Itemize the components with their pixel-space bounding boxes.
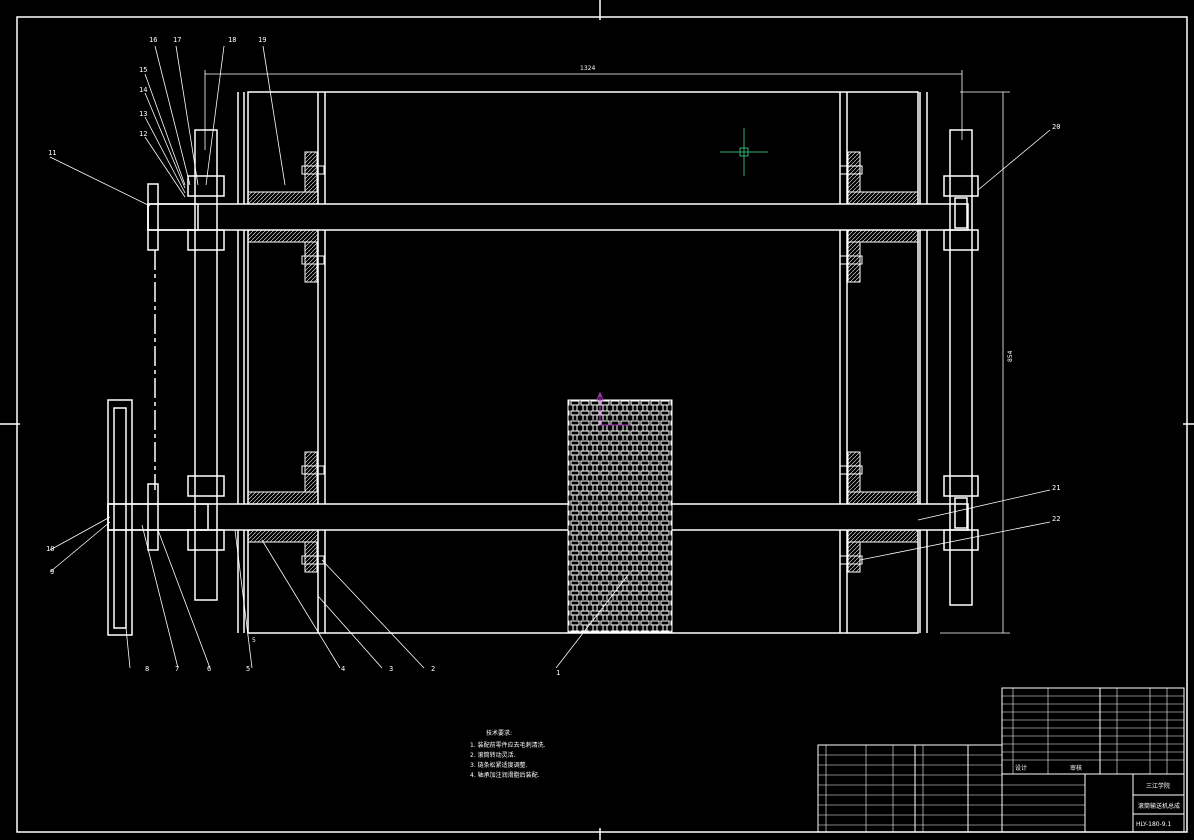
tech-req-item-1: 1. 装配前零件应去毛刺清洗.	[470, 741, 546, 749]
technical-requirements: 技术要求: 1. 装配前零件应去毛刺清洗. 2. 滚筒转动灵活. 3. 链条松紧…	[470, 729, 546, 779]
part-label-16: 16	[149, 36, 157, 44]
part-label-18: 18	[228, 36, 236, 44]
leader-lines	[49, 45, 1051, 669]
part-label-8: 8	[145, 665, 149, 673]
part-label-6: 6	[207, 665, 211, 673]
part-label-11: 11	[48, 149, 56, 157]
title-block-designer: 设计	[1015, 764, 1027, 772]
overall-height-dimension: 854	[1007, 350, 1014, 362]
bolts	[301, 165, 863, 565]
left-bearing-housings	[154, 129, 225, 601]
part-label-15: 15	[139, 66, 147, 74]
roller-shafts	[107, 203, 969, 531]
part-label-20: 20	[1052, 123, 1060, 131]
part-number-labels: 1 2 3 4 5 6 7 8 9 10 11 12 13 14 15 16 1…	[46, 36, 1060, 677]
part-label-9: 9	[50, 568, 54, 576]
tech-req-item-4: 4. 轴承加注润滑脂后装配.	[470, 771, 540, 779]
part-label-3: 3	[389, 665, 393, 673]
title-block-reviewer: 审核	[1070, 764, 1082, 772]
dimension-lines	[204, 70, 1010, 634]
part-label-4: 4	[341, 665, 345, 673]
drive-pulley	[107, 183, 209, 636]
crosshair-cursor-icon	[720, 128, 768, 176]
title-block	[817, 687, 1185, 833]
part-label-22: 22	[1052, 515, 1060, 523]
part-label-7: 7	[175, 665, 179, 673]
part-label-1: 1	[556, 669, 560, 677]
part-label-13: 13	[139, 110, 147, 118]
overall-width-dimension: 1324	[580, 65, 595, 72]
part-label-19: 19	[258, 36, 266, 44]
part-label-2: 2	[431, 665, 435, 673]
tech-req-title: 技术要求:	[486, 729, 512, 737]
title-block-school: 三江学院	[1146, 782, 1170, 790]
part-label-5: 5	[246, 665, 250, 673]
tech-req-item-2: 2. 滚筒转动灵活.	[470, 751, 516, 759]
title-block-drawing-name: 滚筒输送机总成	[1138, 802, 1180, 810]
ucs-icon	[596, 391, 630, 426]
tech-req-item-3: 3. 链条松紧适度调整.	[470, 761, 528, 769]
part-label-12: 12	[139, 130, 147, 138]
part-label-10: 10	[46, 545, 54, 553]
title-block-drawing-number: HLY-180-9.1	[1136, 821, 1172, 828]
part-label-21: 21	[1052, 484, 1060, 492]
title-block-rows	[818, 688, 1184, 832]
woven-belt-section	[567, 399, 673, 633]
right-bearing-housings	[943, 129, 979, 606]
bearing-seats	[247, 151, 919, 573]
part-label-14: 14	[139, 86, 147, 94]
part-label-17: 17	[173, 36, 181, 44]
small-dimension: 5	[252, 637, 256, 644]
